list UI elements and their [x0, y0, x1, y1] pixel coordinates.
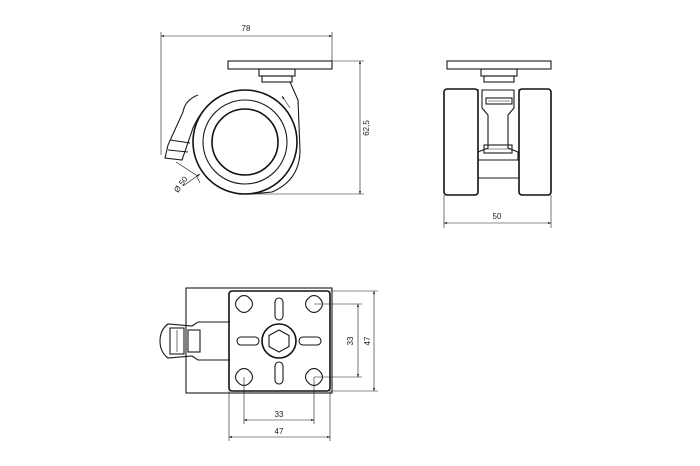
- mounting-hole-tr: [305, 295, 323, 313]
- top-brake-grip2: [187, 329, 201, 353]
- side-swivel-collar: [261, 75, 293, 83]
- center-hex: [268, 329, 290, 353]
- mounting-hole-bl: [235, 368, 253, 386]
- front-wheel-left: [443, 88, 479, 196]
- slot-bottom: [274, 361, 284, 385]
- side-wheel-tread: [202, 99, 288, 185]
- dim-line-wheel-diameter: [182, 173, 201, 187]
- front-swivel-collar: [483, 75, 515, 83]
- side-brake-lever: [164, 94, 211, 161]
- mounting-hole-br: [305, 368, 323, 386]
- side-wheel-outer: [192, 89, 298, 195]
- slot-right: [298, 336, 322, 346]
- side-brake-ridges: [167, 139, 191, 153]
- dim-hole-vertical: 33: [346, 336, 355, 345]
- side-swivel-neck: [258, 68, 296, 77]
- front-view: 50: [443, 60, 552, 228]
- top-view: 33 47 33 47: [159, 287, 378, 441]
- dim-front-width: 50: [493, 212, 502, 221]
- slot-top: [274, 297, 284, 321]
- front-brake-grip-top: [485, 97, 513, 105]
- side-top-plate: [227, 60, 333, 70]
- side-view: 78 62,5 Ø 50: [160, 24, 371, 195]
- dim-plate-vertical: 47: [363, 336, 372, 345]
- dim-side-width: 78: [242, 24, 251, 33]
- mounting-holes: [235, 295, 323, 386]
- front-top-plate: [446, 60, 552, 70]
- front-swivel-neck: [480, 68, 518, 77]
- front-brake-pedal: [477, 89, 519, 161]
- dim-line-wheel-diameter-top: [281, 95, 291, 109]
- top-wheel-outline: [185, 287, 333, 394]
- front-wheel-right: [518, 88, 552, 196]
- dim-wheel-diameter: Ø 50: [172, 174, 190, 194]
- dim-plate-horizontal: 47: [275, 427, 284, 436]
- top-mounting-plate: [228, 290, 331, 392]
- dim-hole-horizontal: 33: [275, 410, 284, 419]
- center-hub: [261, 323, 297, 359]
- front-fork: [477, 89, 520, 179]
- top-brake-grip: [169, 327, 185, 355]
- mounting-hole-tl: [235, 295, 253, 313]
- side-brake-link: [175, 161, 201, 184]
- side-fork: [249, 81, 301, 195]
- front-brake-grip-bottom: [483, 144, 513, 154]
- dim-side-height: 62,5: [362, 120, 371, 136]
- slot-left: [236, 336, 260, 346]
- side-wheel-hub: [211, 108, 279, 176]
- top-brake-pedal: [159, 321, 230, 361]
